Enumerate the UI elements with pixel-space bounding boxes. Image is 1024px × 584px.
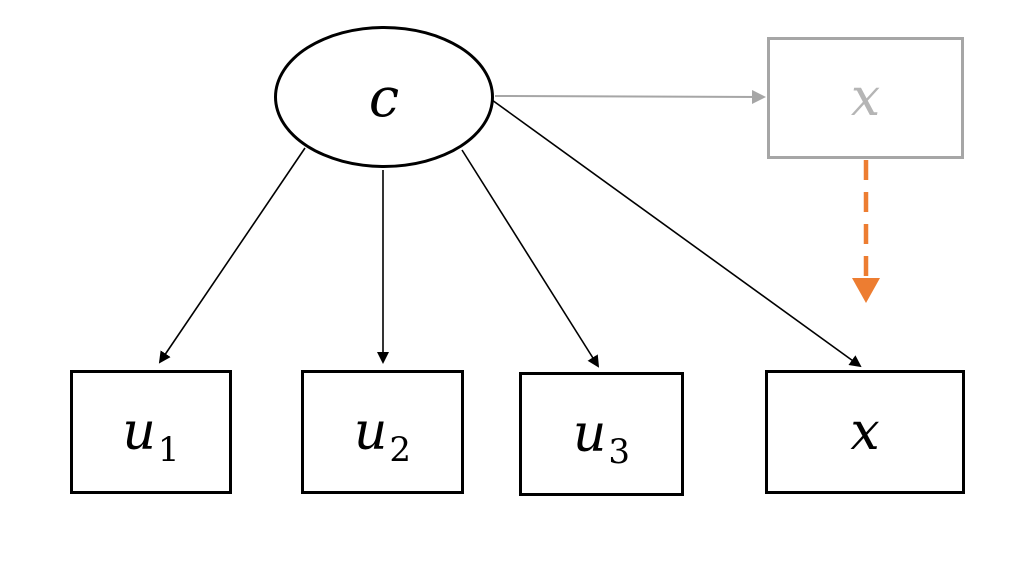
indicator-subscript: 1: [157, 430, 180, 470]
indicator-base: u: [572, 404, 607, 464]
indicator-base: u: [122, 402, 156, 462]
covariate-label: x: [850, 402, 880, 462]
edge-c-to-u3: [461, 149, 600, 368]
edge-c-to-u1: [158, 147, 306, 364]
edge-c-to-x: [491, 99, 862, 368]
indicator-subscript: 3: [608, 432, 631, 472]
indicator-base: u: [353, 402, 388, 462]
covariate-ghost-label: x: [850, 68, 881, 128]
covariate-ghost-node: x: [767, 37, 964, 159]
edge-c-to-x-ghost: [494, 89, 766, 104]
dashed-arrow-head: [852, 278, 880, 303]
latent-node-c: c: [274, 26, 494, 168]
covariate-node-x: x: [765, 370, 965, 494]
indicator-subscript: 2: [389, 430, 412, 470]
latent-node-label: c: [368, 65, 400, 129]
